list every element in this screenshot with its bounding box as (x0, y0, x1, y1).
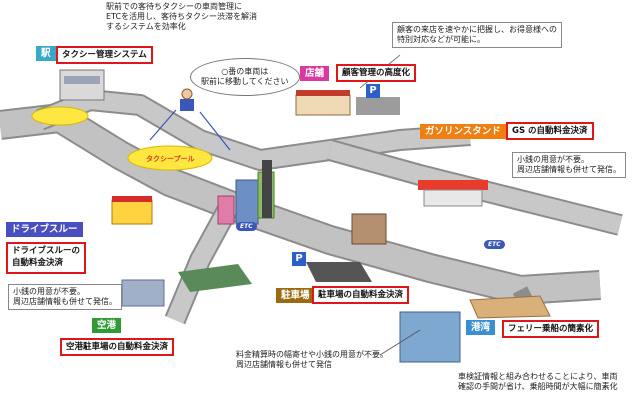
gas-label: GS の自動料金決済 (506, 122, 594, 140)
parking-label: 駐車場の自動料金決済 (312, 286, 410, 304)
taxi-note: 駅前での客待ちタクシーの車両管理に ETCを活用し、客待ちタクシー渋滞を解消 す… (106, 2, 258, 31)
etc-badge: ETC (236, 222, 257, 231)
airport-tag: 空港 (92, 318, 122, 333)
city-buildings (217, 160, 275, 225)
taxi-pool (127, 145, 213, 171)
dispatch-bubble: ○番の車両は 駅前に移動してください (190, 58, 300, 96)
port-area (399, 295, 551, 363)
port-tag: 港湾 (466, 320, 496, 335)
station-building (59, 69, 105, 101)
taxi-pool-label: タクシープール (146, 155, 195, 163)
shop-note: 顧客の来店を速やかに把握し、お得意様への 特別対応などが可能に。 (392, 22, 562, 48)
etc-badge: ETC (484, 240, 505, 249)
road-right-fill (327, 141, 623, 234)
shop-tag: 店舗 (300, 66, 330, 81)
drive-label: ドライブスルーの 自動料金決済 (6, 242, 87, 274)
parking-sign: P (366, 84, 380, 98)
airport-label: 空港駐車場の自動料金決済 (60, 338, 175, 356)
station-pool (31, 106, 89, 126)
station-tag: 駅 (36, 46, 56, 61)
operator-icon (176, 88, 198, 112)
parking-note: 料金精算時の幅寄せや小銭の用意が不要。 周辺店舗情報も併せて発信 (236, 350, 388, 369)
gs-note: 小銭の用意が不要。 周辺店舗情報も併せて発信。 (512, 152, 626, 178)
drive-note: 小銭の用意が不要。 周辺店舗情報も併せて発信。 (8, 284, 122, 310)
drive-through-building (111, 196, 153, 225)
port-label: フェリー乗船の簡素化 (502, 320, 600, 338)
parking-sign: P (292, 252, 306, 266)
note-leader (379, 329, 421, 356)
airport-area (121, 264, 252, 307)
signal-line (199, 111, 231, 151)
taxi-label: タクシー管理システム (56, 46, 153, 64)
ferry-note: 車検証情報と組み合わせることにより、車両 確認の手間が省け、乗船時間が大幅に簡素… (458, 372, 618, 391)
gas-station (418, 180, 488, 207)
parking-tag: 駐車場 (276, 288, 315, 303)
gas-tag: ガソリンスタンド (420, 124, 506, 139)
parking-lot (306, 213, 387, 282)
shop-label: 顧客管理の高度化 (336, 64, 417, 82)
shop-building (295, 90, 400, 116)
signal-line (149, 109, 177, 141)
drive-tag: ドライブスルー (6, 222, 83, 237)
